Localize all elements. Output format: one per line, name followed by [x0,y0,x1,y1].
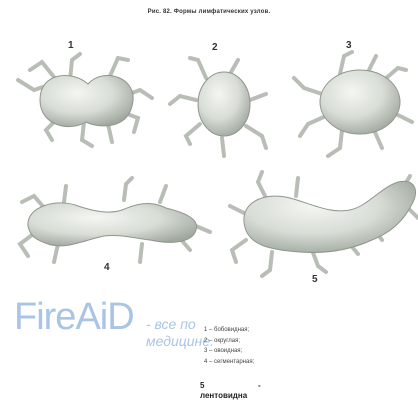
figure-number-2: 2 [212,42,218,53]
node-5-ribbon [230,172,418,276]
legend-item-4: 4 – сегментарная; [204,357,254,368]
figure-number-5: 5 [312,274,318,285]
node-4-segmented [20,178,210,262]
node-2-round [170,58,266,156]
node-1-bean [18,54,152,146]
legend-item-5-text: лентовидна [200,391,247,401]
legend-item-5-number: 5 [200,381,247,391]
node-3-oval [294,52,412,156]
legend-item-3: 3 – овоидная; [204,346,254,357]
legend-item-5: 5 - лентовидна [200,381,247,401]
figure-legend: 1 – бобовидная; 2 – округлая; 3 – овоидн… [204,325,254,367]
legend-item-2: 2 – округлая; [204,336,254,347]
legend-item-5-dash: - [258,381,261,391]
figure-number-3: 3 [346,40,352,51]
figure-number-1: 1 [68,40,74,51]
figure-number-4: 4 [104,262,110,273]
watermark-logo: FireAiD [14,296,134,339]
legend-item-1: 1 – бобовидная; [204,325,254,336]
